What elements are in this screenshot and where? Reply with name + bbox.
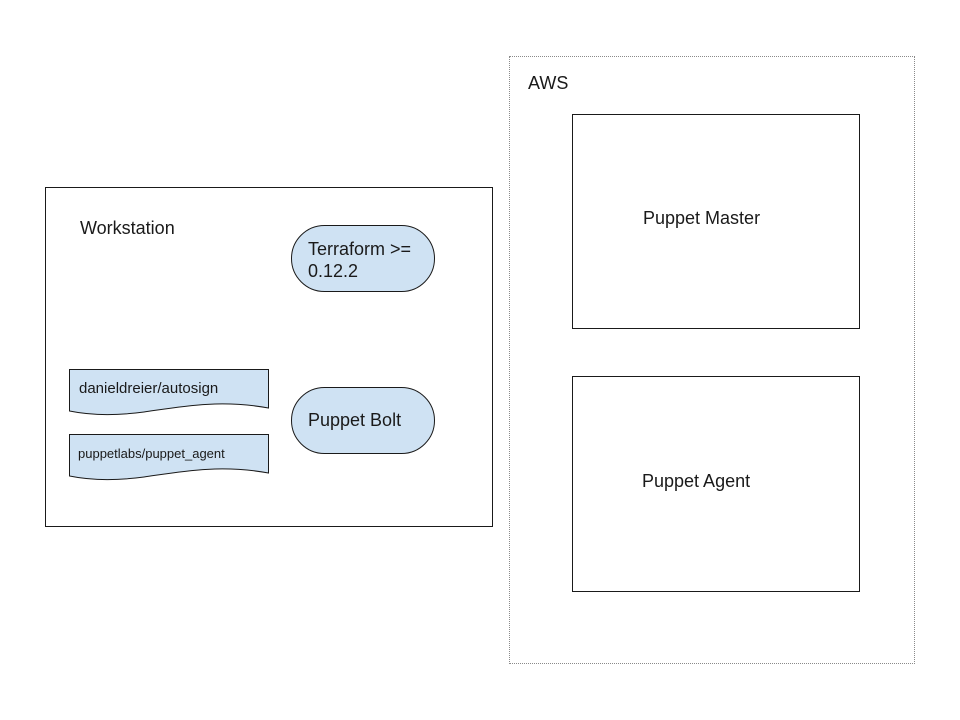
workstation-label: Workstation bbox=[80, 218, 175, 238]
aws-label: AWS bbox=[528, 73, 569, 93]
puppet-agent-node bbox=[572, 376, 860, 592]
workstation-container bbox=[45, 187, 493, 527]
puppet-agent-label: Puppet Agent bbox=[642, 471, 751, 491]
autosign-module-shape bbox=[69, 369, 269, 416]
puppet-master-node bbox=[572, 114, 860, 329]
terraform-label-line1: Terraform >= bbox=[308, 239, 412, 259]
puppet-agent-module-shape bbox=[69, 434, 269, 481]
autosign-module-label: danieldreier/autosign bbox=[79, 380, 219, 397]
puppet-bolt-node: Puppet Bolt bbox=[291, 387, 435, 454]
terraform-label-line2: 0.12.2 bbox=[308, 261, 359, 281]
terraform-node: Terraform >= 0.12.2 bbox=[291, 225, 435, 292]
aws-container bbox=[509, 56, 915, 664]
puppet-agent-module-label: puppetlabs/puppet_agent bbox=[78, 446, 225, 461]
puppet-master-label: Puppet Master bbox=[643, 208, 761, 228]
